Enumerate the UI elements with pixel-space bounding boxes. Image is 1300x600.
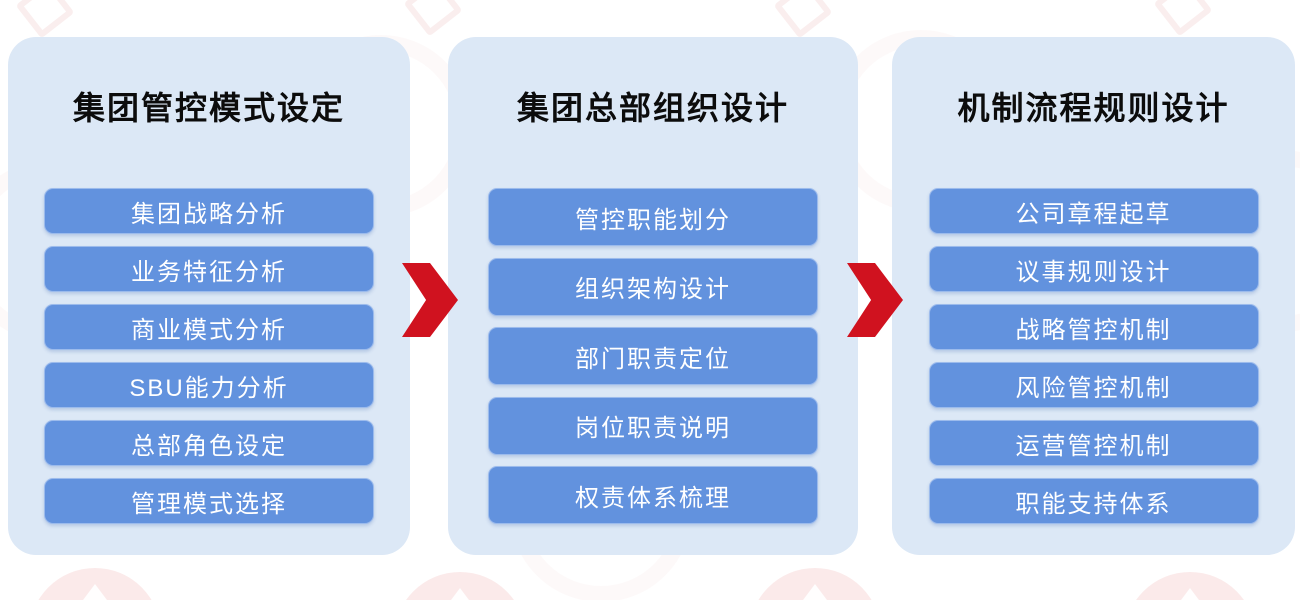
- panel-title: 集团管控模式设定: [72, 90, 345, 126]
- process-item: 战略管控机制: [928, 304, 1259, 350]
- process-item: 总部角色设定: [44, 420, 374, 466]
- process-item: 职能支持体系: [928, 478, 1259, 524]
- phase-panel-group-control-model: 集团管控模式设定 集团战略分析业务特征分析商业模式分析 SBU能力分析总部角色设定…: [8, 37, 410, 555]
- process-item: 岗位职责说明: [488, 396, 818, 455]
- process-item: 风险管控机制: [928, 362, 1259, 408]
- process-item: 部门职责定位: [488, 327, 818, 385]
- process-item: 议事规则设计: [928, 246, 1259, 292]
- watermark-logo-arc: [1124, 572, 1256, 600]
- process-item: 组织架构设计: [488, 257, 818, 316]
- panel-item-list: 公司章程起草议事规则设计战略管控机制风险管控机制运营管控机制职能支持体系: [892, 188, 1295, 524]
- process-item: SBU能力分析: [44, 362, 374, 408]
- panel-title: 集团总部组织设计: [516, 90, 789, 126]
- phase-panel-mechanism-process-rules: 机制流程规则设计 公司章程起草议事规则设计战略管控机制风险管控机制运营管控机制职…: [892, 37, 1295, 555]
- watermark-logo-mark: [773, 0, 833, 39]
- panel-item-list: 集团战略分析业务特征分析商业模式分析 SBU能力分析总部角色设定管理模式选择: [8, 188, 410, 524]
- watermark-logo-mark: [1153, 0, 1213, 37]
- watermark-logo-arc: [29, 568, 161, 600]
- process-item: 公司章程起草: [928, 188, 1259, 234]
- watermark-logo-arc: [749, 568, 881, 600]
- process-item: 运营管控机制: [928, 420, 1259, 466]
- process-item: 集团战略分析: [44, 188, 374, 234]
- watermark-logo-mark: [15, 0, 75, 39]
- watermark-logo-arc: [394, 572, 526, 600]
- panel-title: 机制流程规则设计: [957, 90, 1230, 126]
- process-item: 权责体系梳理: [488, 466, 818, 524]
- panel-item-list: 管控职能划分组织架构设计部门职责定位岗位职责说明权责体系梳理: [448, 188, 858, 524]
- phase-panel-hq-organization-design: 集团总部组织设计 管控职能划分组织架构设计部门职责定位岗位职责说明权责体系梳理: [448, 37, 858, 555]
- process-item: 管理模式选择: [44, 478, 374, 524]
- watermark-logo-mark: [403, 0, 463, 37]
- process-item: 业务特征分析: [44, 246, 374, 292]
- process-item: 管控职能划分: [488, 188, 818, 246]
- process-item: 商业模式分析: [44, 304, 374, 350]
